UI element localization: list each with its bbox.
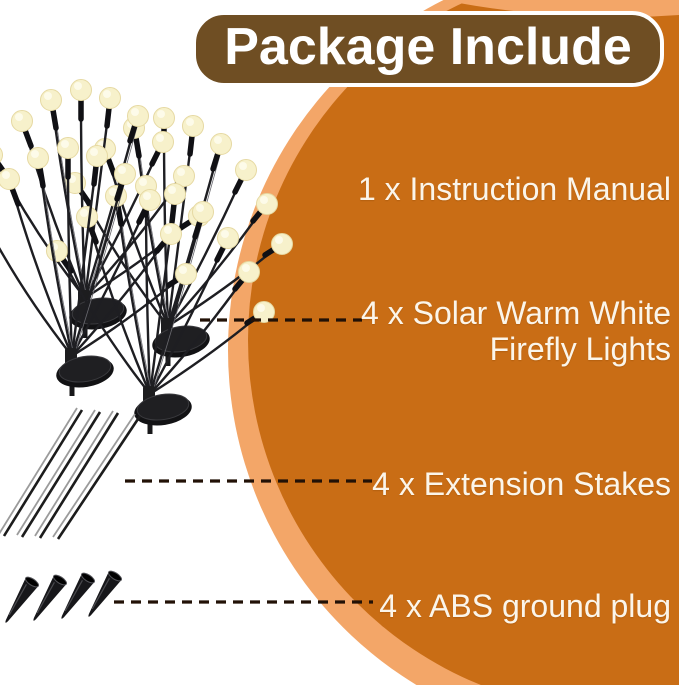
label-firefly-lights-line1: 4 x Solar Warm White (361, 295, 671, 331)
label-extension-stakes: 4 x Extension Stakes (372, 466, 671, 502)
banner: Package Include (192, 11, 664, 87)
page-title: Package Include (224, 18, 632, 76)
label-firefly-lights-line2: Firefly Lights (489, 331, 671, 367)
extension-stakes-photo (0, 407, 142, 540)
solar-firefly-lights-photo (0, 80, 293, 435)
label-instruction-manual: 1 x Instruction Manual (357, 171, 671, 207)
label-ground-plug: 4 x ABS ground plug (379, 588, 671, 624)
ground-plugs-photo (5, 570, 123, 623)
label-firefly-lights: 4 x Solar Warm White Firefly Lights (361, 295, 671, 367)
